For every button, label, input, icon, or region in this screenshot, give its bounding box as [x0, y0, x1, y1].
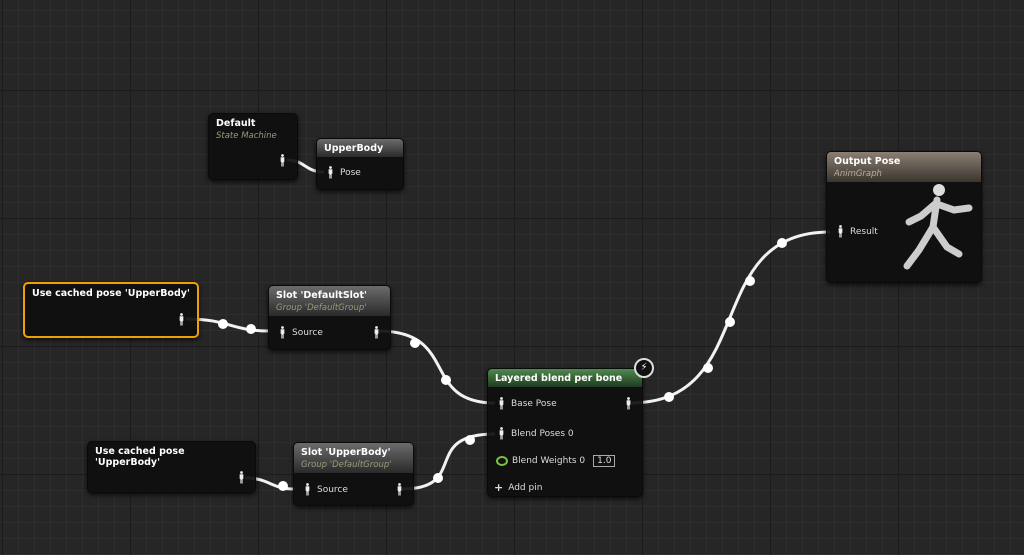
pin-label: Base Pose — [511, 398, 557, 409]
source-input-pin-icon[interactable] — [279, 326, 286, 339]
pose-output-pin-icon[interactable] — [178, 313, 185, 326]
pose-output-pin-icon[interactable] — [396, 483, 403, 496]
pin-label: Blend Poses 0 — [511, 428, 574, 439]
node-title: Slot 'UpperBody' — [301, 447, 391, 458]
pin-label: Source — [292, 327, 323, 338]
node-title: Layered blend per bone — [488, 369, 642, 387]
upperbody-node[interactable]: UpperBody Pose — [316, 138, 404, 190]
slot-upperbody-node[interactable]: Slot 'UpperBody' Group 'DefaultGroup' Sou… — [293, 442, 414, 506]
cached-pose-node-selected[interactable]: Use cached pose 'UpperBody' — [23, 282, 199, 338]
pin-label: Result — [850, 226, 878, 237]
node-title: UpperBody — [317, 139, 403, 157]
blend-poses-pin-icon[interactable] — [498, 427, 505, 440]
pin-label: Source — [317, 484, 348, 495]
plus-icon: + — [494, 481, 504, 494]
pose-output-pin-icon[interactable] — [238, 471, 245, 484]
node-title: Output Pose — [834, 156, 901, 167]
result-input-pin-icon[interactable] — [837, 225, 844, 238]
node-subtitle: AnimGraph — [834, 169, 882, 179]
pin-label: Pose — [340, 167, 361, 178]
float-pin-icon[interactable] — [496, 456, 508, 466]
pose-output-pin-icon[interactable] — [625, 397, 632, 410]
slot-defaultslot-node[interactable]: Slot 'DefaultSlot' Group 'DefaultGroup' S… — [268, 285, 391, 350]
running-mannequin-icon — [903, 184, 973, 270]
node-subtitle: State Machine — [216, 131, 277, 141]
pose-input-pin-icon[interactable] — [327, 166, 334, 179]
blend-weight-input[interactable]: 1.0 — [593, 455, 616, 467]
pose-output-pin-icon[interactable] — [279, 154, 286, 167]
node-subtitle: Group 'DefaultGroup' — [276, 303, 367, 313]
base-pose-pin-icon[interactable] — [498, 397, 505, 410]
node-title: Slot 'DefaultSlot' — [276, 290, 367, 301]
node-title: Use cached pose 'UpperBody' — [32, 288, 190, 299]
cached-pose-node[interactable]: Use cached pose 'UpperBody' — [87, 441, 256, 493]
fast-path-lightning-icon: ⚡ — [634, 358, 654, 378]
add-pin-button[interactable]: Add pin — [508, 482, 543, 493]
source-input-pin-icon[interactable] — [304, 483, 311, 496]
pin-label: Blend Weights 0 — [512, 456, 586, 466]
node-title: Default — [216, 118, 256, 129]
node-subtitle: Group 'DefaultGroup' — [301, 460, 392, 470]
layered-blend-node[interactable]: Layered blend per bone Base Pose Blend P… — [487, 368, 643, 497]
pose-output-pin-icon[interactable] — [373, 326, 380, 339]
node-title: Use cached pose 'UpperBody' — [95, 446, 185, 468]
